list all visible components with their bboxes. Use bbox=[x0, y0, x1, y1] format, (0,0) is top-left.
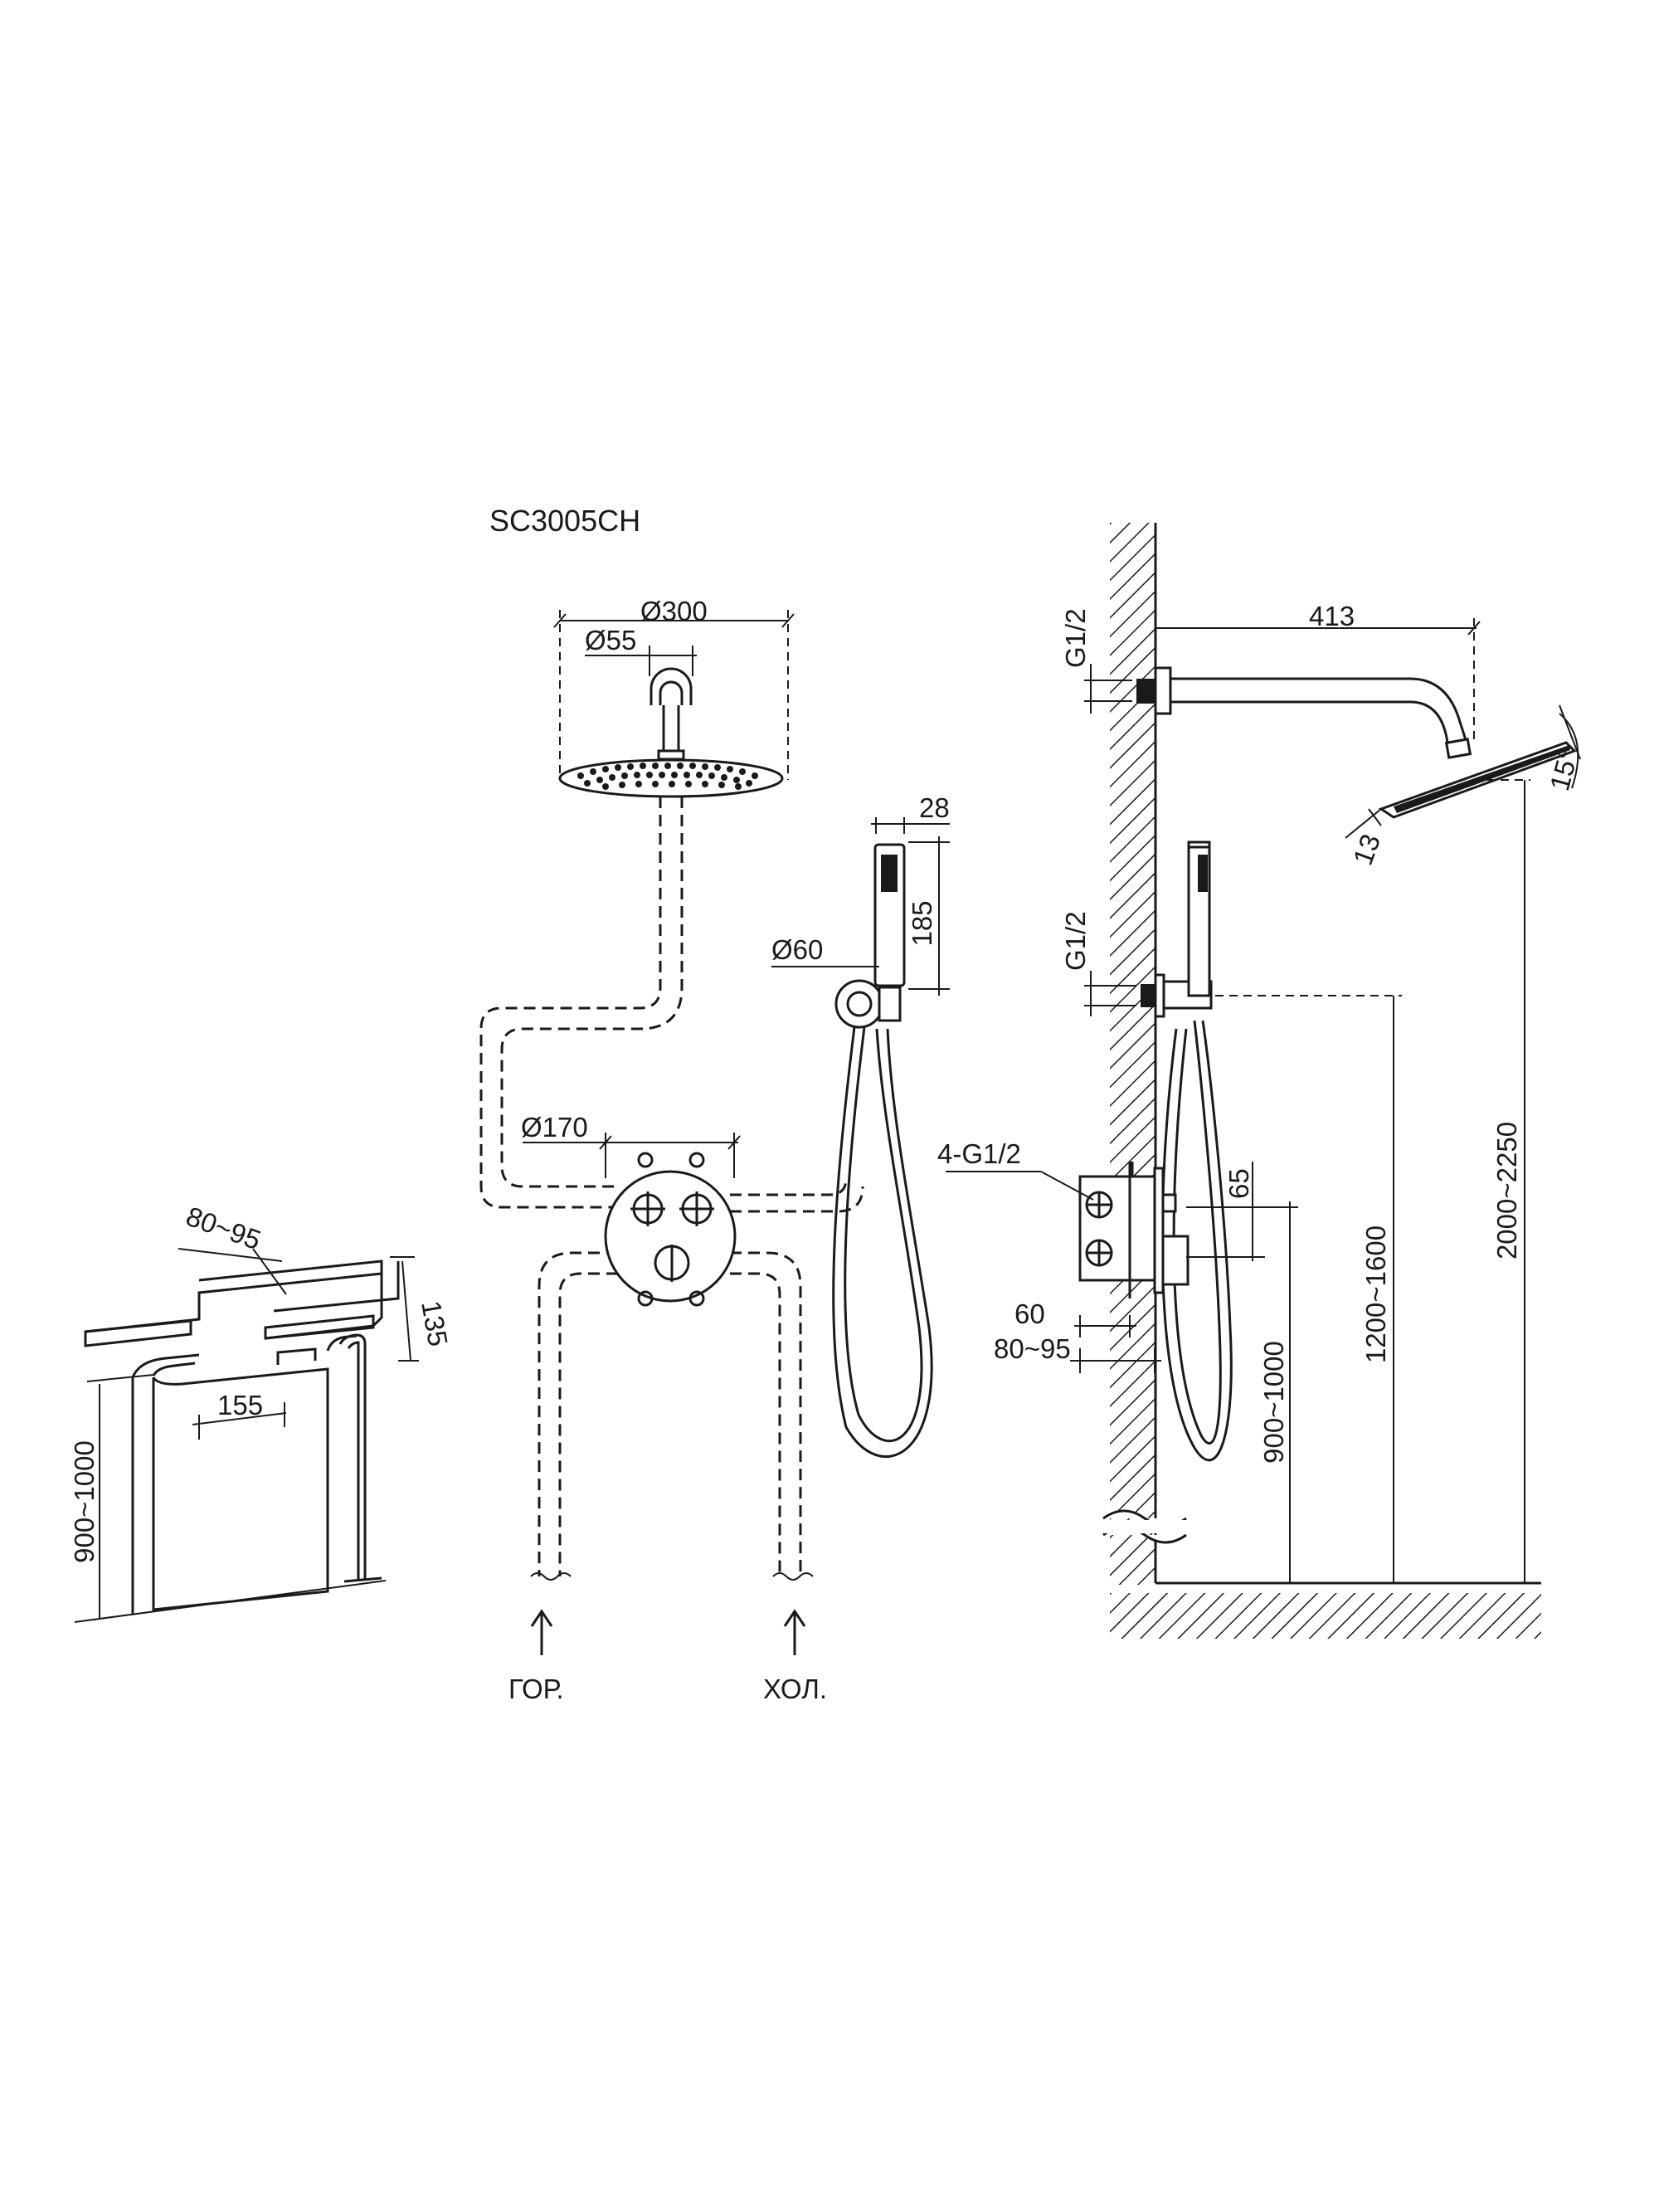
installation-box-view: 80~95 135 155 900~1000 bbox=[69, 1201, 454, 1623]
label-box-depth: 80~95 bbox=[182, 1201, 265, 1255]
label-holder-height: 1200~1600 bbox=[1360, 1225, 1391, 1363]
dim-mixer-height: 900~1000 bbox=[1199, 1201, 1298, 1583]
dim-box-install-height: 900~1000 bbox=[69, 1374, 154, 1620]
label-spacing: 65 bbox=[1224, 1168, 1254, 1199]
dim-mixer-diameter: Ø170 bbox=[521, 1112, 741, 1178]
wall-holder-icon bbox=[834, 979, 884, 1029]
label-cold: ХОЛ. bbox=[763, 1674, 827, 1704]
label-holder-diameter: Ø60 bbox=[771, 934, 823, 965]
label-hand-shower-width: 28 bbox=[919, 792, 950, 823]
dim-head-thickness: 13 bbox=[1345, 808, 1386, 869]
label-box-install-height: 900~1000 bbox=[69, 1440, 100, 1563]
dim-head-height: 2000~2250 bbox=[1472, 779, 1530, 1583]
dim-mixer-connections: 4-G1/2 bbox=[937, 1138, 1094, 1201]
dim-head-connection: G1/2 bbox=[1060, 608, 1132, 714]
hot-inlet: ГОР. bbox=[508, 1609, 564, 1704]
thermostatic-mixer bbox=[604, 1152, 737, 1307]
label-arm-flange-diameter: Ø55 bbox=[585, 625, 636, 655]
dim-box-depth: 80~95 bbox=[178, 1201, 287, 1295]
label-mixer-diameter: Ø170 bbox=[521, 1112, 588, 1143]
label-hand-shower-length: 185 bbox=[907, 900, 937, 946]
model-title: SC3005CH bbox=[489, 504, 640, 538]
side-view: 413 G1/2 13 15° 2000~2250 bbox=[937, 523, 1584, 1639]
mixer-side bbox=[1078, 1162, 1190, 1298]
dim-depth-min: 60 bbox=[1014, 1298, 1136, 1337]
shower-nozzles bbox=[577, 763, 758, 790]
label-depth-range: 80~95 bbox=[994, 1333, 1071, 1364]
concealed-pipes bbox=[479, 797, 864, 1581]
label-box-width: 155 bbox=[217, 1390, 263, 1420]
label-box-height: 135 bbox=[416, 1298, 454, 1349]
label-mixer-connections: 4-G1/2 bbox=[937, 1138, 1021, 1169]
label-shower-head-diameter: Ø300 bbox=[640, 596, 708, 626]
label-head-height: 2000~2250 bbox=[1491, 1122, 1522, 1259]
cold-inlet: ХОЛ. bbox=[763, 1609, 827, 1704]
label-mixer-height: 900~1000 bbox=[1258, 1341, 1289, 1464]
dim-box-height: 135 bbox=[390, 1256, 454, 1362]
dim-hand-shower: 28 185 Ø60 bbox=[771, 792, 950, 996]
label-arm-length: 413 bbox=[1309, 601, 1355, 631]
front-view: Ø300 Ø55 bbox=[479, 596, 950, 1704]
label-depth-min: 60 bbox=[1014, 1298, 1045, 1329]
dim-depth-range: 80~95 bbox=[994, 1333, 1161, 1373]
dim-holder-connection: G1/2 bbox=[1060, 911, 1136, 1016]
dim-box-width: 155 bbox=[192, 1390, 287, 1440]
hand-shower bbox=[832, 843, 933, 1458]
rain-shower-head bbox=[558, 667, 784, 798]
label-head-connection: G1/2 bbox=[1060, 608, 1091, 668]
dim-arm-flange-diameter: Ø55 bbox=[585, 625, 697, 676]
dim-arm-length: 413 bbox=[1155, 601, 1481, 743]
dim-shower-head-diameter: Ø300 bbox=[553, 596, 795, 780]
dim-holder-height: 1200~1600 bbox=[1215, 995, 1402, 1583]
label-hot: ГОР. bbox=[508, 1674, 564, 1704]
label-holder-connection: G1/2 bbox=[1060, 911, 1091, 971]
label-head-thickness: 13 bbox=[1347, 830, 1386, 869]
